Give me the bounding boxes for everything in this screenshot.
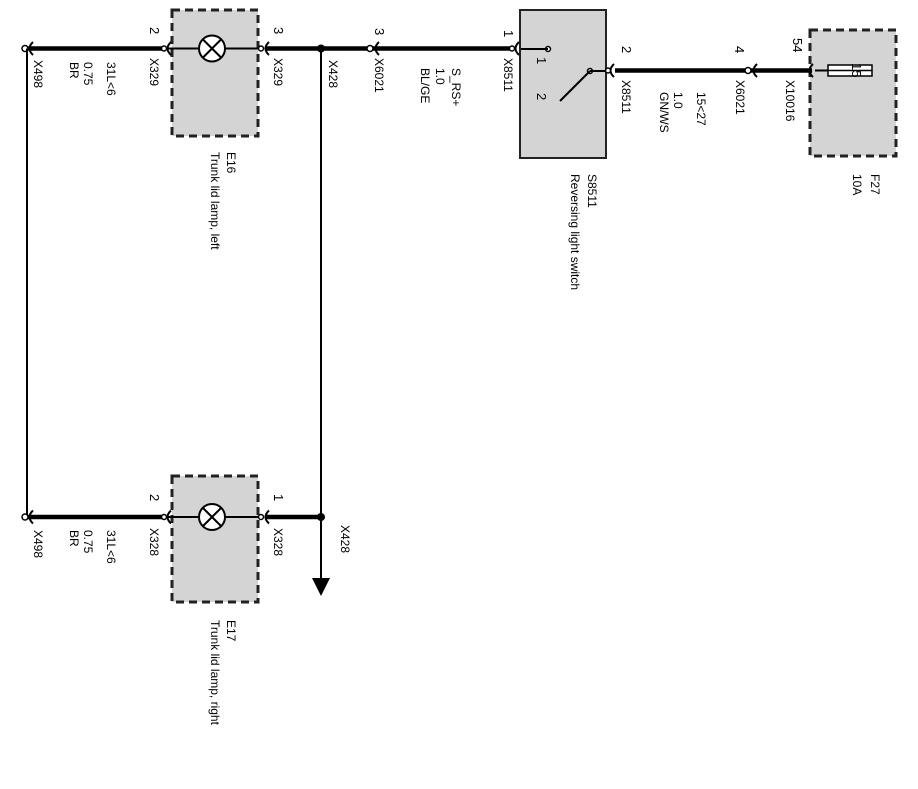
fuse-connector: X10016 <box>783 80 797 122</box>
switch-pin-out: 1 <box>501 30 516 37</box>
feed-wire-color: GN/WS <box>657 92 671 133</box>
splice-connector-top: X428 <box>326 60 340 88</box>
connector-x8511-in-symbol <box>604 63 615 78</box>
connector-x498-bottom-symbol <box>21 509 34 525</box>
connector-x10016-symbol <box>808 63 814 78</box>
fuse-f27-box <box>808 28 898 158</box>
lamp-right-box <box>170 474 260 604</box>
ground-bottom-circuit: 31L<6 <box>104 530 118 564</box>
feed-connector-pin: 4 <box>732 46 747 53</box>
switch-pin-in: 2 <box>619 46 634 53</box>
switch-connector-left: X8511 <box>501 58 515 92</box>
switch-connector-right: X8511 <box>619 80 633 114</box>
lamp-left-pin-in: 3 <box>271 27 286 34</box>
lamp-right-ref: E17 <box>224 620 238 642</box>
splice-connector-bottom: X428 <box>338 525 352 553</box>
lamp-left-connector-in: X329 <box>271 58 285 86</box>
switched-wire-gauge: 1.0 <box>433 68 447 85</box>
lamp-right-pin-out: 2 <box>147 494 162 501</box>
lamp-left-name: Trunk lid lamp, left <box>208 152 222 250</box>
continuation-arrow-icon <box>312 578 330 596</box>
lamp-right-connector-out: X328 <box>147 528 161 556</box>
lamp-left-pin-out: 2 <box>147 27 162 34</box>
connector-x8511-out-symbol <box>508 41 520 56</box>
connector-x6021-feed-symbol <box>744 63 758 78</box>
feed-wire-circuit: 15<27 <box>694 92 708 126</box>
lamp-left-ref: E16 <box>224 152 238 174</box>
ground-top-gauge: 0.75 <box>81 62 95 86</box>
feed-connector-name: X6021 <box>733 80 747 115</box>
switch-s8511-box <box>519 9 607 159</box>
lamp-left-connector-out: X329 <box>147 58 161 86</box>
ground-bottom-color: BR <box>67 530 81 547</box>
switch-name: Reversing light switch <box>568 174 582 290</box>
switch-contact-1: 1 <box>534 57 549 64</box>
ground-top-connector: X498 <box>31 60 45 88</box>
switch-contact-icon <box>521 45 606 102</box>
lamp-right-pin-in: 1 <box>271 494 286 501</box>
connector-x329-in-symbol <box>257 41 270 56</box>
ground-top-color: BR <box>67 62 81 79</box>
ground-bottom-connector: X498 <box>31 530 45 558</box>
lamp-right-bulb-icon <box>198 503 226 531</box>
fuse-pin-in: 15 <box>849 63 864 77</box>
lamp-right-name: Trunk lid lamp, right <box>208 620 222 726</box>
fuse-pin-out: 54 <box>790 38 805 52</box>
switched-wire-signal: S_RS+ <box>449 68 463 106</box>
ground-top-circuit: 31L<6 <box>104 62 118 96</box>
lamp-left-bulb-icon <box>198 34 226 63</box>
connector-x6021-switched-symbol <box>366 41 380 56</box>
switched-connector-pin: 3 <box>372 28 387 35</box>
lamp-left-box <box>170 8 260 138</box>
switched-wire-color: BL/GE <box>418 68 432 103</box>
lamp-right-connector-in: X328 <box>271 528 285 556</box>
switch-ref: S8511 <box>585 174 599 208</box>
switched-connector-name: X6021 <box>372 58 386 93</box>
fuse-ref: F27 <box>868 174 882 195</box>
fuse-rating: 10A <box>850 174 864 195</box>
feed-wire-gauge: 1.0 <box>671 92 685 109</box>
switch-contact-2: 2 <box>534 93 549 100</box>
connector-x328-in-symbol <box>257 509 270 525</box>
ground-bottom-gauge: 0.75 <box>81 530 95 554</box>
